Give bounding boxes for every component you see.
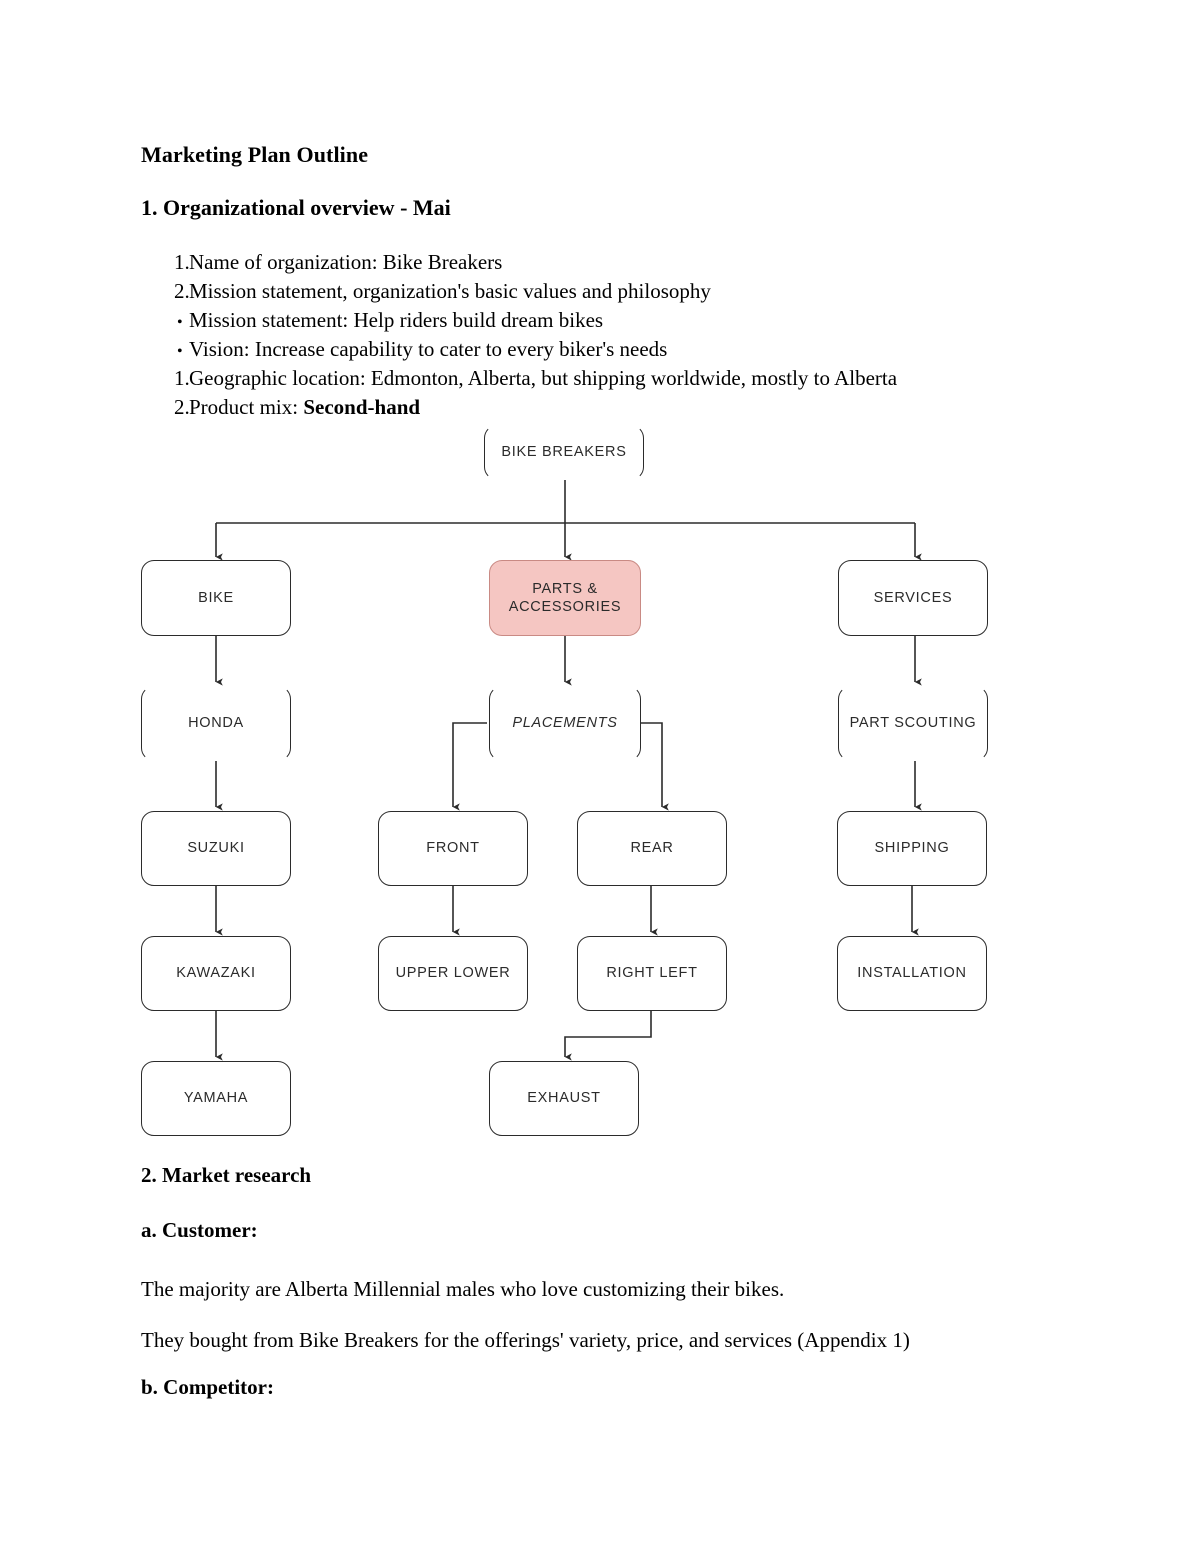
flow-node-label: PART SCOUTING — [849, 715, 977, 732]
flow-node-part-scouting[interactable]: PART SCOUTING — [838, 686, 988, 761]
flow-node-services[interactable]: SERVICES — [838, 560, 988, 636]
flow-node-label: KAWAZAKI — [176, 965, 256, 982]
flow-node-label: PARTS & ACCESSORIES — [509, 580, 621, 616]
flow-node-label: SERVICES — [873, 589, 953, 606]
flow-node-label-line1: PARTS & — [532, 580, 598, 597]
list-item-text-emphasis: Second-hand — [303, 395, 421, 419]
flow-node-installation[interactable]: INSTALLATION — [837, 936, 987, 1011]
list-item-text: Name of organization: Bike Breakers — [189, 250, 503, 274]
flow-node-exhaust[interactable]: EXHAUST — [489, 1061, 639, 1136]
flow-node-label: BIKE — [198, 589, 234, 606]
flow-node-label: SHIPPING — [874, 840, 950, 857]
paragraph-customer-reasons: They bought from Bike Breakers for the o… — [141, 1328, 910, 1352]
flowchart-connectors — [215, 480, 922, 1061]
list-item-text-plain: Product mix: — [189, 395, 304, 419]
flow-node-placements[interactable]: PLACEMENTS — [489, 686, 641, 761]
flow-node-label: INSTALLATION — [857, 965, 967, 982]
list-item-text: Mission statement: Help riders build dre… — [189, 308, 604, 332]
list-marker: • — [177, 314, 183, 331]
flow-node-rear[interactable]: REAR — [577, 811, 727, 886]
flow-node-bike[interactable]: BIKE — [141, 560, 291, 636]
list-marker: 1. — [174, 250, 190, 274]
flow-node-label: FRONT — [426, 840, 480, 857]
flow-node-label: HONDA — [188, 715, 244, 732]
list-item: 1. Geographic location: Edmonton, Albert… — [141, 366, 1041, 395]
list-item: • Vision: Increase capability to cater t… — [141, 337, 1041, 366]
heading-organizational-overview: 1. Organizational overview - Mai — [141, 195, 451, 220]
heading-competitor: b. Competitor: — [141, 1375, 274, 1399]
flow-node-label: REAR — [630, 840, 674, 857]
flow-node-parts-accessories[interactable]: PARTS & ACCESSORIES — [489, 560, 641, 636]
flow-node-suzuki[interactable]: SUZUKI — [141, 811, 291, 886]
flow-node-label: UPPER LOWER — [395, 965, 511, 982]
flow-node-shipping[interactable]: SHIPPING — [837, 811, 987, 886]
list-item: 2. Mission statement, organization's bas… — [141, 279, 1041, 308]
flow-node-right-left[interactable]: RIGHT LEFT — [577, 936, 727, 1011]
heading-customer: a. Customer: — [141, 1218, 258, 1242]
list-item: 1. Name of organization: Bike Breakers — [141, 250, 1041, 279]
flow-node-yamaha[interactable]: YAMAHA — [141, 1061, 291, 1136]
flow-node-front[interactable]: FRONT — [378, 811, 528, 886]
list-marker: 1. — [174, 366, 190, 390]
flow-node-label: SUZUKI — [187, 840, 245, 857]
flow-node-label: BIKE BREAKERS — [501, 444, 627, 461]
list-item-text: Geographic location: Edmonton, Alberta, … — [189, 366, 898, 390]
flow-node-kawazaki[interactable]: KAWAZAKI — [141, 936, 291, 1011]
heading-market-research: 2. Market research — [141, 1163, 312, 1187]
flow-node-label-line2: ACCESSORIES — [508, 599, 622, 615]
page-title: Marketing Plan Outline — [141, 142, 369, 167]
list-item: 2. Product mix: Second-hand — [141, 395, 1041, 424]
flow-node-upper-lower[interactable]: UPPER LOWER — [378, 936, 528, 1011]
flow-node-bike-breakers[interactable]: BIKE BREAKERS — [484, 425, 644, 480]
paragraph-customer-majority: The majority are Alberta Millennial male… — [141, 1277, 785, 1301]
flow-node-honda[interactable]: HONDA — [141, 686, 291, 761]
product-mix-flowchart: BIKE BREAKERS BIKE PARTS & ACCESSORIES SE… — [0, 405, 1200, 1150]
list-item-text: Product mix: Second-hand — [189, 395, 1041, 420]
outline-list: 1. Name of organization: Bike Breakers 2… — [141, 250, 1041, 424]
flow-node-label: RIGHT LEFT — [606, 965, 698, 982]
flow-node-label: YAMAHA — [183, 1090, 249, 1107]
list-item: • Mission statement: Help riders build d… — [141, 308, 1041, 337]
list-marker: 2. — [174, 279, 190, 303]
list-item-text: Vision: Increase capability to cater to … — [189, 337, 668, 361]
flow-node-label: EXHAUST — [527, 1090, 601, 1107]
list-marker: 2. — [174, 395, 190, 419]
list-item-text: Mission statement, organization's basic … — [189, 279, 711, 303]
flow-node-label: PLACEMENTS — [512, 715, 618, 732]
list-marker: • — [177, 343, 183, 360]
